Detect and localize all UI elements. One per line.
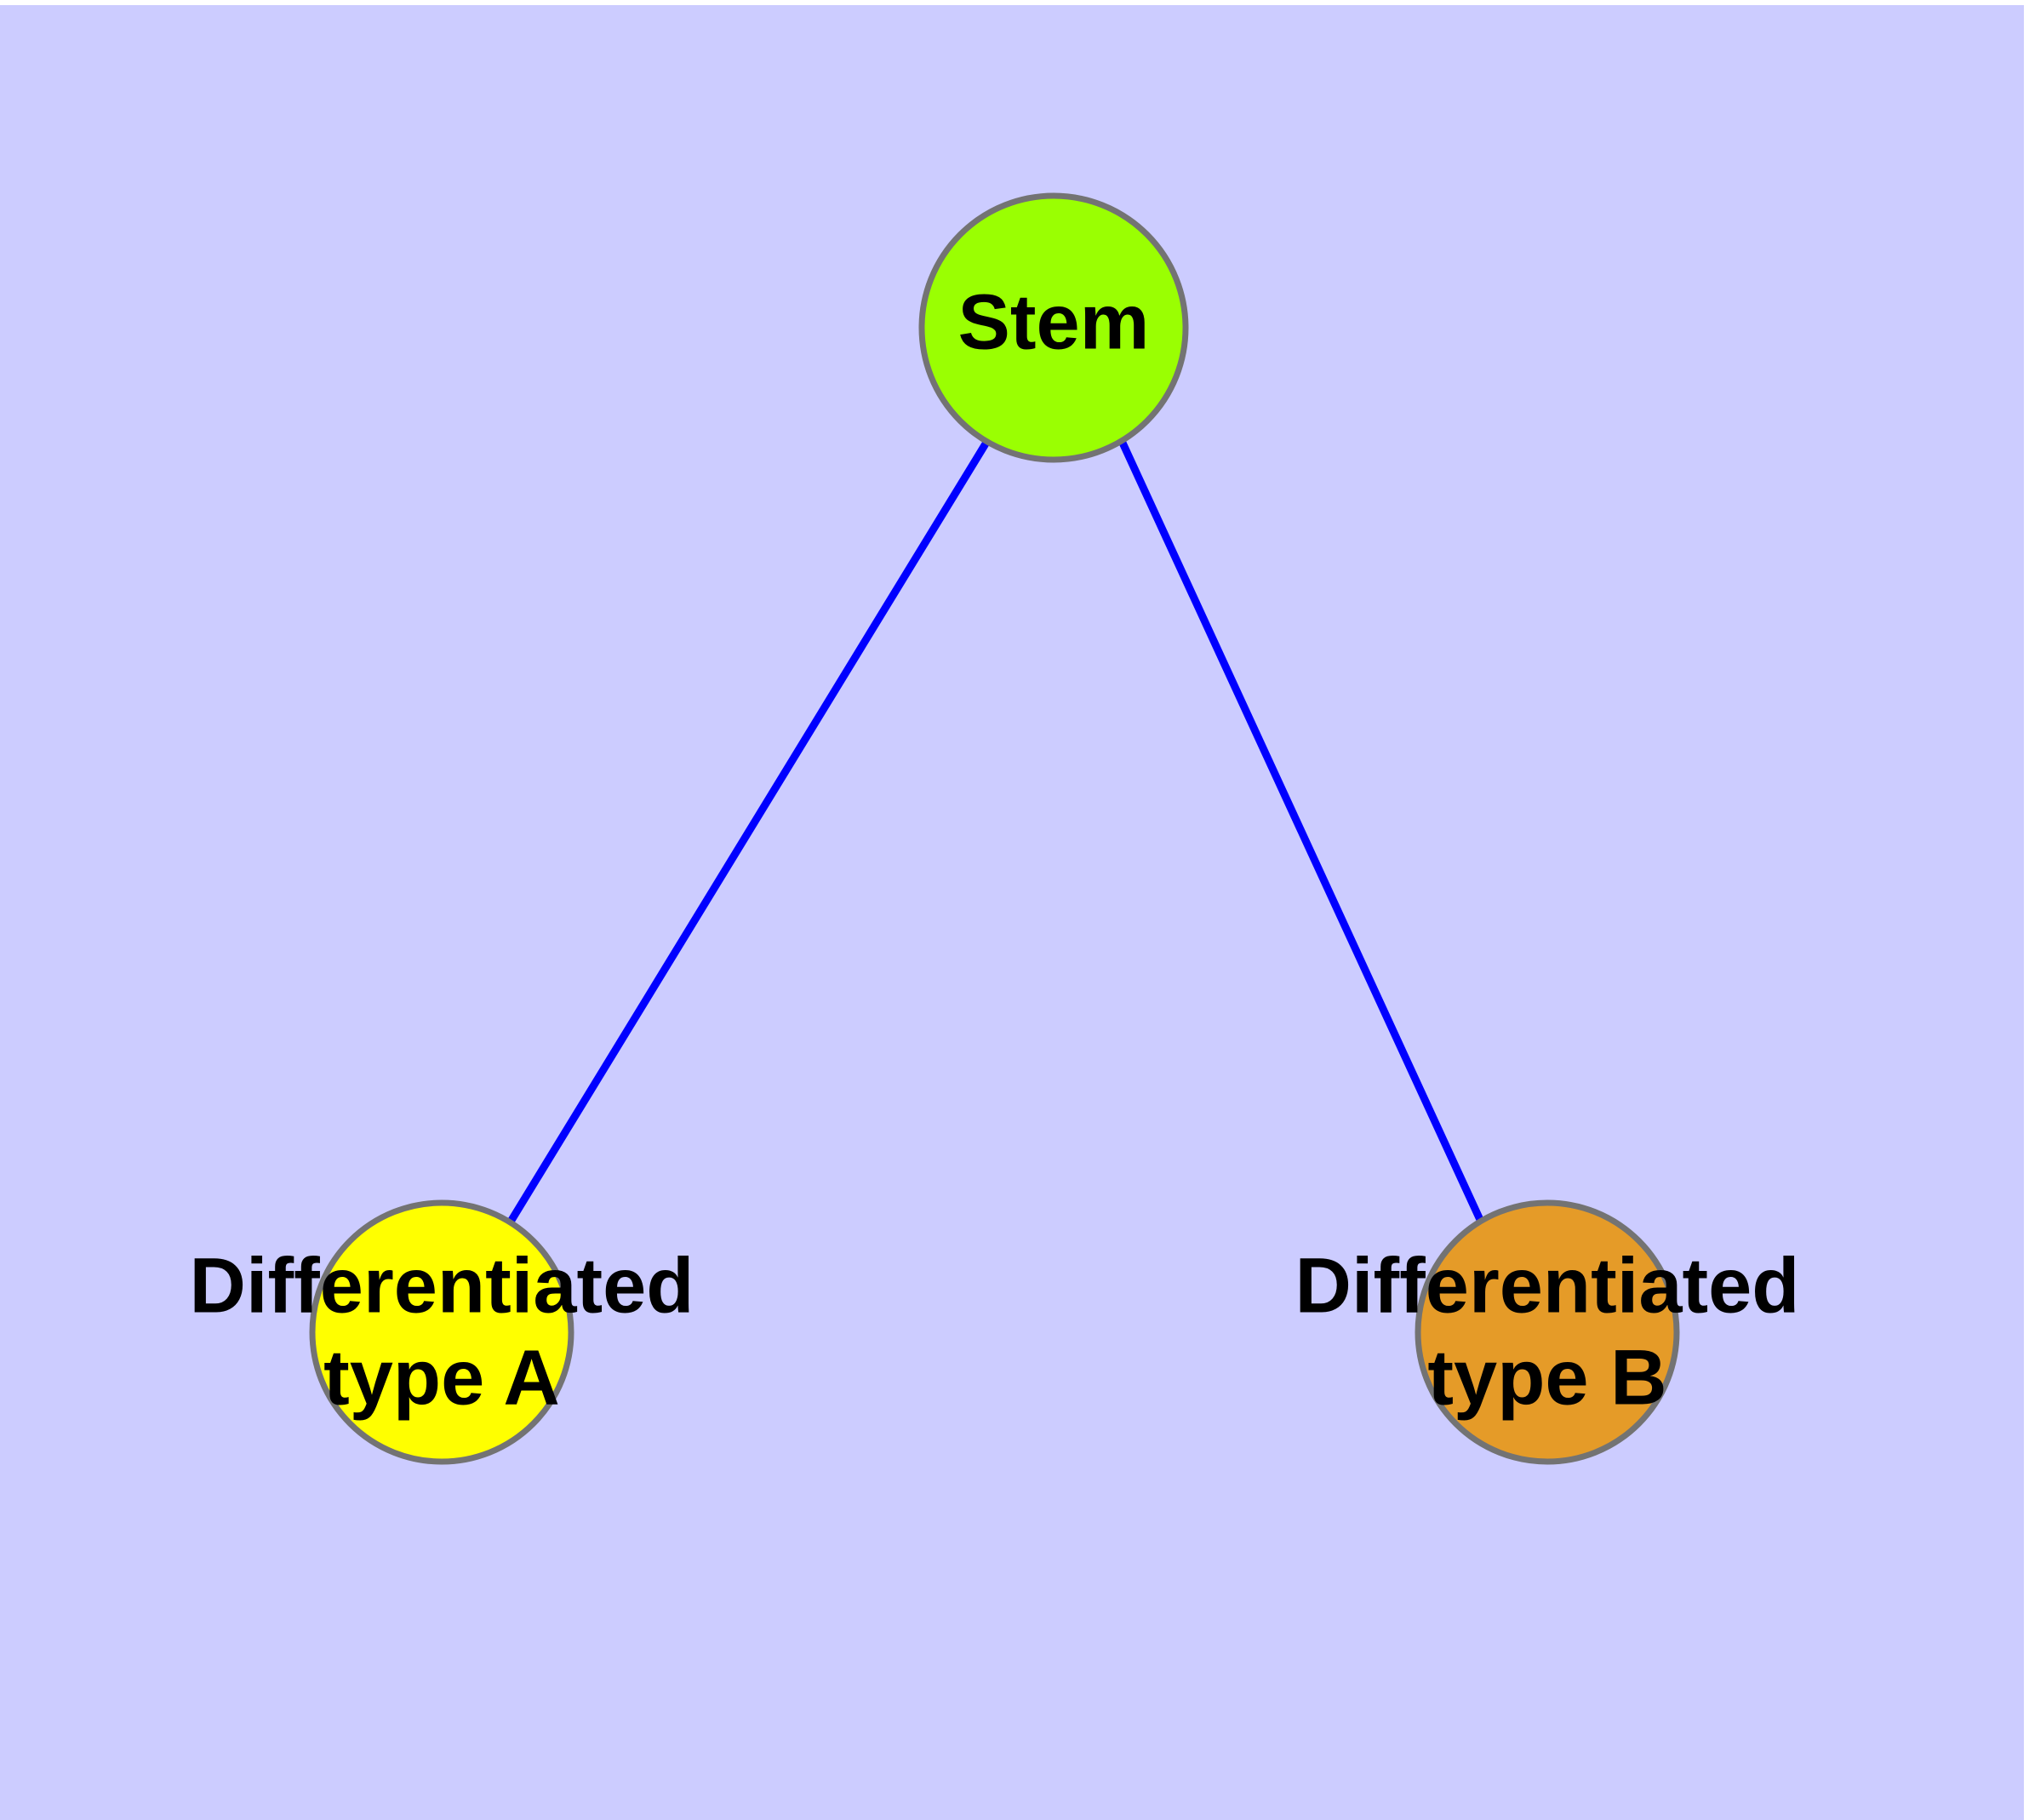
node-stem-circle[interactable]	[918, 192, 1189, 463]
edge-stem-to-diff-b	[1117, 439, 1485, 1223]
edge-stem-to-diff-a	[507, 438, 991, 1224]
node-layer: Stem Differentiated type A Differentiate…	[190, 192, 1800, 1465]
node-stem[interactable]: Stem	[918, 192, 1189, 463]
node-diff-b[interactable]: Differentiated type B	[1295, 1199, 1800, 1465]
node-diff-a-label-line1: Differentiated	[190, 1242, 694, 1329]
node-diff-b-label-line1: Differentiated	[1295, 1242, 1800, 1329]
node-diff-b-label-line2: type B	[1427, 1334, 1666, 1421]
node-diff-b-circle[interactable]	[1415, 1199, 1680, 1465]
edge-layer	[507, 438, 1485, 1224]
node-diff-a[interactable]: Differentiated type A	[190, 1199, 694, 1465]
node-diff-a-label-line2: type A	[323, 1334, 560, 1421]
node-diff-a-circle[interactable]	[309, 1199, 574, 1465]
node-stem-label-line1: Stem	[958, 278, 1150, 365]
